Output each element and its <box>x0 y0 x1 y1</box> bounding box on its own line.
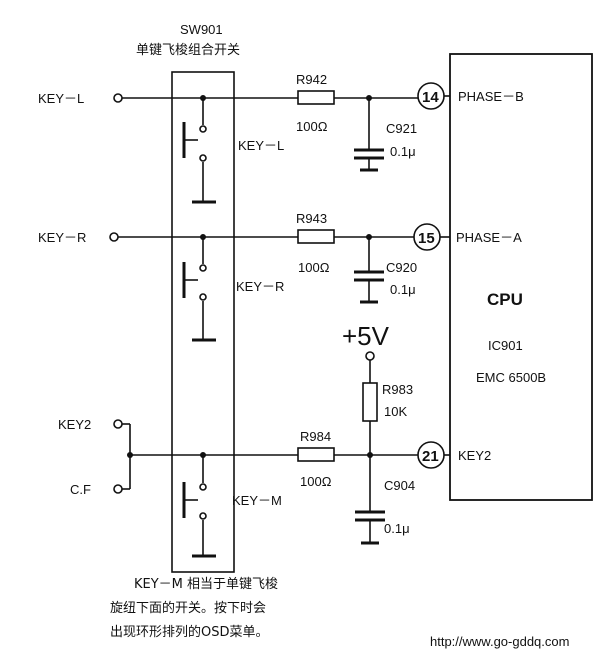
resistor-r983 <box>362 382 378 422</box>
switch-ref: SW901 <box>180 22 223 37</box>
note-line-1: KEY－M 相当于单键飞梭 <box>134 576 278 592</box>
capacitor-c920-ref: C920 <box>386 260 417 275</box>
supply-terminal <box>365 351 375 361</box>
capacitor-c904-value: 0.1μ <box>384 521 410 536</box>
capacitor-c904-ref: C904 <box>384 478 415 493</box>
pin-14-name: PHASE－B <box>458 89 524 104</box>
input-key-l-label: KEY－L <box>38 91 84 106</box>
input-key-l-terminal <box>113 93 123 103</box>
resistor-r984 <box>297 447 335 462</box>
capacitor-c921-ref: C921 <box>386 121 417 136</box>
switch-label-key-m: KEY－M <box>232 493 282 508</box>
note-line-2: 旋纽下面的开关。按下时会 <box>110 600 266 616</box>
input-key-r-label: KEY－R <box>38 230 86 245</box>
cpu-box <box>449 53 593 501</box>
switch-assembly-box <box>171 71 235 573</box>
supply-label: +5V <box>342 321 390 351</box>
resistor-r984-ref: R984 <box>300 429 331 444</box>
resistor-r942-ref: R942 <box>296 72 327 87</box>
input-key2-label: KEY2 <box>58 417 91 432</box>
resistor-r984-value: 100Ω <box>300 474 332 489</box>
resistor-r943-ref: R943 <box>296 211 327 226</box>
capacitor-c921-value: 0.1μ <box>390 144 416 159</box>
resistor-r943 <box>297 229 335 244</box>
cpu-part: EMC 6500B <box>476 370 546 385</box>
note-line-3: 出现环形排列的OSD菜单。 <box>110 624 269 640</box>
resistor-r983-ref: R983 <box>382 382 413 397</box>
capacitor-c920-value: 0.1μ <box>390 282 416 297</box>
switch-label-key-r: KEY－R <box>236 279 284 294</box>
resistor-r983-value: 10K <box>384 404 407 419</box>
input-cf-label: C.F <box>70 482 91 497</box>
pin-15-number: 15 <box>418 230 435 247</box>
resistor-r942 <box>297 90 335 105</box>
switch-label-key-l: KEY－L <box>238 138 284 153</box>
input-key-r-terminal <box>109 232 119 242</box>
cpu-ref: IC901 <box>488 338 523 353</box>
cpu-title: CPU <box>487 290 523 309</box>
pin-14-number: 14 <box>422 89 439 106</box>
input-cf-terminal <box>113 484 123 494</box>
input-key2-terminal <box>113 419 123 429</box>
pin-21-number: 21 <box>422 448 439 465</box>
watermark: http://www.go-gddq.com <box>430 634 569 649</box>
resistor-r943-value: 100Ω <box>298 260 330 275</box>
pin-21-name: KEY2 <box>458 448 491 463</box>
switch-description: 单键飞梭组合开关 <box>136 42 240 58</box>
resistor-r942-value: 100Ω <box>296 119 328 134</box>
pin-15-name: PHASE－A <box>456 230 522 245</box>
